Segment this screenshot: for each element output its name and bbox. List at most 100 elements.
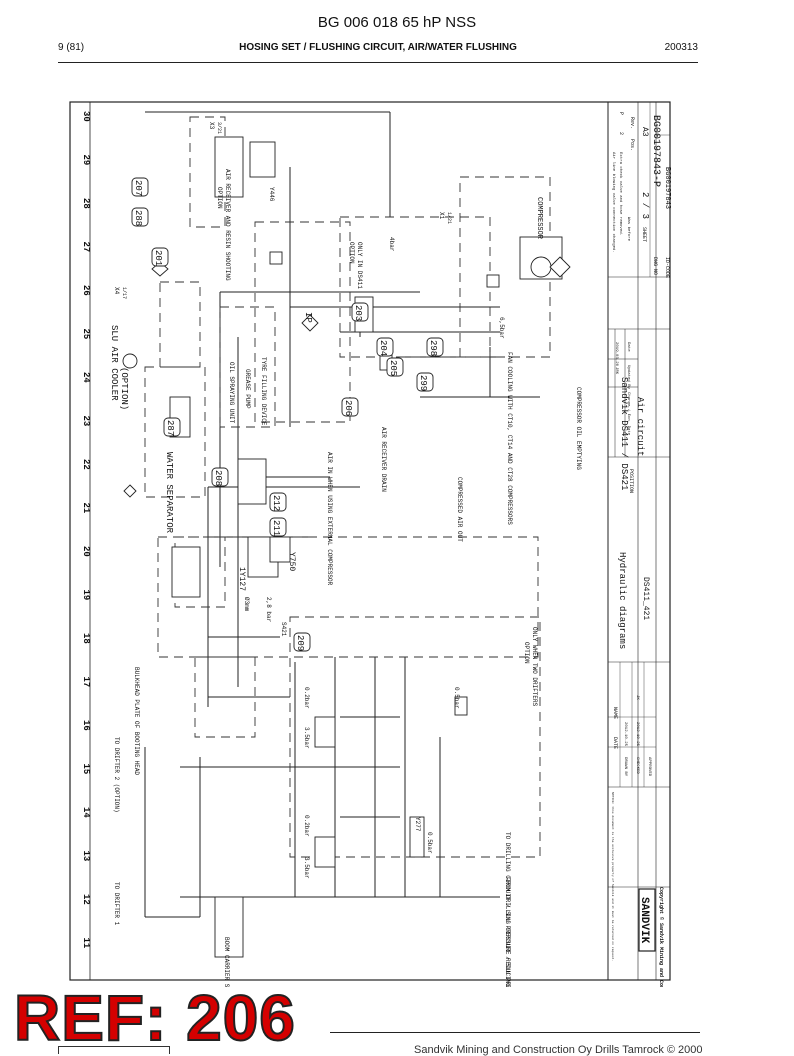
- footer-divider: [330, 1032, 700, 1033]
- callout-marker: [386, 357, 404, 377]
- grid-number-15: 15: [81, 764, 91, 775]
- tb-sheet-label: SHEET: [641, 227, 647, 242]
- label-02bar-upper: 0.2bar: [303, 687, 310, 709]
- grid-number-21: 21: [81, 503, 91, 514]
- label-x4-sub: 1/17: [121, 287, 127, 299]
- callout-288: 288: [133, 210, 143, 226]
- document-title: BG 006 018 65 hP NSS: [317, 14, 477, 31]
- callout-marker: [293, 632, 311, 652]
- grid-number-22: 22: [81, 459, 91, 470]
- tb-rev-by: JRK: [614, 367, 618, 375]
- label-only-in-ds411: ONLY IN DS411: [356, 242, 363, 289]
- label-ip: IP: [303, 312, 313, 323]
- label-1y127: 1Y127: [237, 567, 246, 591]
- tb-id-code: BG00197843: [663, 167, 671, 209]
- grid-number-16: 16: [81, 720, 91, 731]
- tb-checked-name: JK: [635, 695, 639, 700]
- grid-number-19: 19: [81, 590, 91, 601]
- document-code: 200313: [664, 42, 698, 53]
- tb-drawn-date: 2012-10-25: [623, 722, 627, 747]
- grid-number-13: 13: [81, 851, 91, 862]
- grid-number-27: 27: [81, 242, 91, 253]
- section-title: HOSING SET / FLUSHING CIRCUIT, AIR/WATER…: [239, 42, 517, 53]
- tb-sheet-value: 2 / 3: [640, 192, 650, 219]
- callout-201: 201: [153, 250, 163, 266]
- tb-copyright: Copyright © Sandvik Mining and Construct…: [658, 887, 665, 987]
- callout-211: 211: [271, 520, 281, 536]
- label-boom-carrier: BOOM CARRIER SLU: [223, 937, 230, 987]
- grid-number-17: 17: [81, 677, 91, 688]
- label-y277: Y277: [414, 817, 421, 832]
- tb-doc-title: Hydraulic diagrams: [617, 552, 627, 649]
- label-compressed-air-out: COMPRESSED AIR OUT: [456, 477, 463, 542]
- tb-rev-note1: Air line blowing valve connection change…: [611, 152, 616, 253]
- sheet-frame: [69, 101, 671, 981]
- callout-marker: [269, 517, 287, 537]
- grid-number-20: 20: [81, 546, 91, 557]
- label-slu-air-cooler: SLU AIR COOLER: [109, 325, 119, 401]
- callout-marker: [131, 207, 149, 227]
- label-compressor-oil: COMPRESSOR OIL EMPTYING: [575, 387, 582, 470]
- ref-label: REF: 206: [13, 982, 296, 1054]
- label-water-separator: WATER SEPARATOR: [164, 452, 174, 534]
- label-fan-cooling: FAN COOLING WITH CT10, CT14 AND CT28 COM…: [506, 352, 513, 525]
- diagram-text: SLU AIR COOLER(OPTION) WATER SEPARATOR COM…: [109, 112, 671, 1056]
- label-35bar-upper: 3.5bar: [303, 727, 310, 749]
- label-65bar: 6,5bar: [498, 317, 505, 339]
- components: [122, 136, 571, 958]
- grid-number-28: 28: [81, 198, 91, 209]
- tb-notice: NOTICE: this document is the exclusive p…: [611, 792, 615, 961]
- callout-marker: [151, 247, 169, 267]
- label-compressor: COMPRESSOR: [535, 197, 543, 240]
- callout-marker: [416, 372, 434, 392]
- label-y750: Y750: [287, 552, 296, 571]
- label-option-ds411: OPTION: [348, 242, 355, 264]
- grid-number-29: 29: [81, 155, 91, 166]
- label-05bar-lower: 0.5bar: [426, 832, 433, 854]
- tb-position-label: POSITION: [628, 469, 634, 493]
- label-to-drifter-1: TO DRIFTER 1: [113, 882, 120, 926]
- tb-machine: Sandvik DS411 / DS421: [619, 377, 629, 490]
- grid-number-14: 14: [81, 807, 91, 818]
- callout-marker: [341, 397, 359, 417]
- callout-208: 208: [213, 470, 223, 486]
- grid-number-26: 26: [81, 285, 91, 296]
- grid-number-12: 12: [81, 894, 91, 905]
- callout-marker: [376, 337, 394, 357]
- label-28bar: 2,8 bar: [265, 597, 272, 623]
- grid-number-25: 25: [81, 329, 91, 340]
- grid-number-18: 18: [81, 633, 91, 644]
- callout-287: 287: [165, 420, 175, 436]
- callout-207: 207: [133, 180, 143, 196]
- tb-rev-date: 2019-03-20: [614, 342, 618, 367]
- label-from-drilling-circuit: FROM DRILLING CIRCUIT / SLU PRESSURE RED…: [504, 877, 511, 987]
- label-05bar-upper: 0.5bar: [453, 687, 460, 709]
- tb-change-head: Change / Ecn. Date: [626, 392, 631, 436]
- label-x3: X3: [208, 122, 215, 130]
- callout-marker: [426, 337, 444, 357]
- footer-logo-strip: [58, 1046, 170, 1054]
- label-x3-sub: 3/21: [216, 122, 222, 134]
- callout-204: 204: [378, 340, 388, 356]
- tb-name-label: NAME: [612, 707, 618, 719]
- tb-checked-label: CHECKED: [635, 757, 639, 774]
- callout-marker: [351, 302, 369, 322]
- callout-marker: [269, 492, 287, 512]
- tb-dwg-no: BG00197843-P: [650, 115, 661, 187]
- callout-markers: 2882072012032042052062872082112122092992…: [131, 177, 444, 652]
- tb-was-before: Was before: [626, 217, 631, 242]
- label-y446: Y446: [268, 187, 275, 202]
- label-oil-spraying: OIL SPRAYING UNIT: [228, 362, 235, 424]
- tb-rev-label: Rev.: [629, 117, 635, 129]
- header-divider: [58, 62, 698, 63]
- label-slu-option: (OPTION): [119, 367, 129, 410]
- callout-298: 298: [428, 340, 438, 356]
- label-to-drilling-circuit: TO DRILLING CIRCUIT / SLU PRESSURE REDUC…: [504, 832, 511, 987]
- label-air-receiver-resin: AIR RECEIVER AND RESIN SHOOTING: [224, 169, 231, 281]
- label-grease-pump: GREASE PUMP: [244, 369, 251, 409]
- tb-doc-code: DS411_421: [641, 577, 650, 620]
- callout-206: 206: [343, 400, 353, 416]
- label-35bar-lower: 3.5bar: [303, 857, 310, 879]
